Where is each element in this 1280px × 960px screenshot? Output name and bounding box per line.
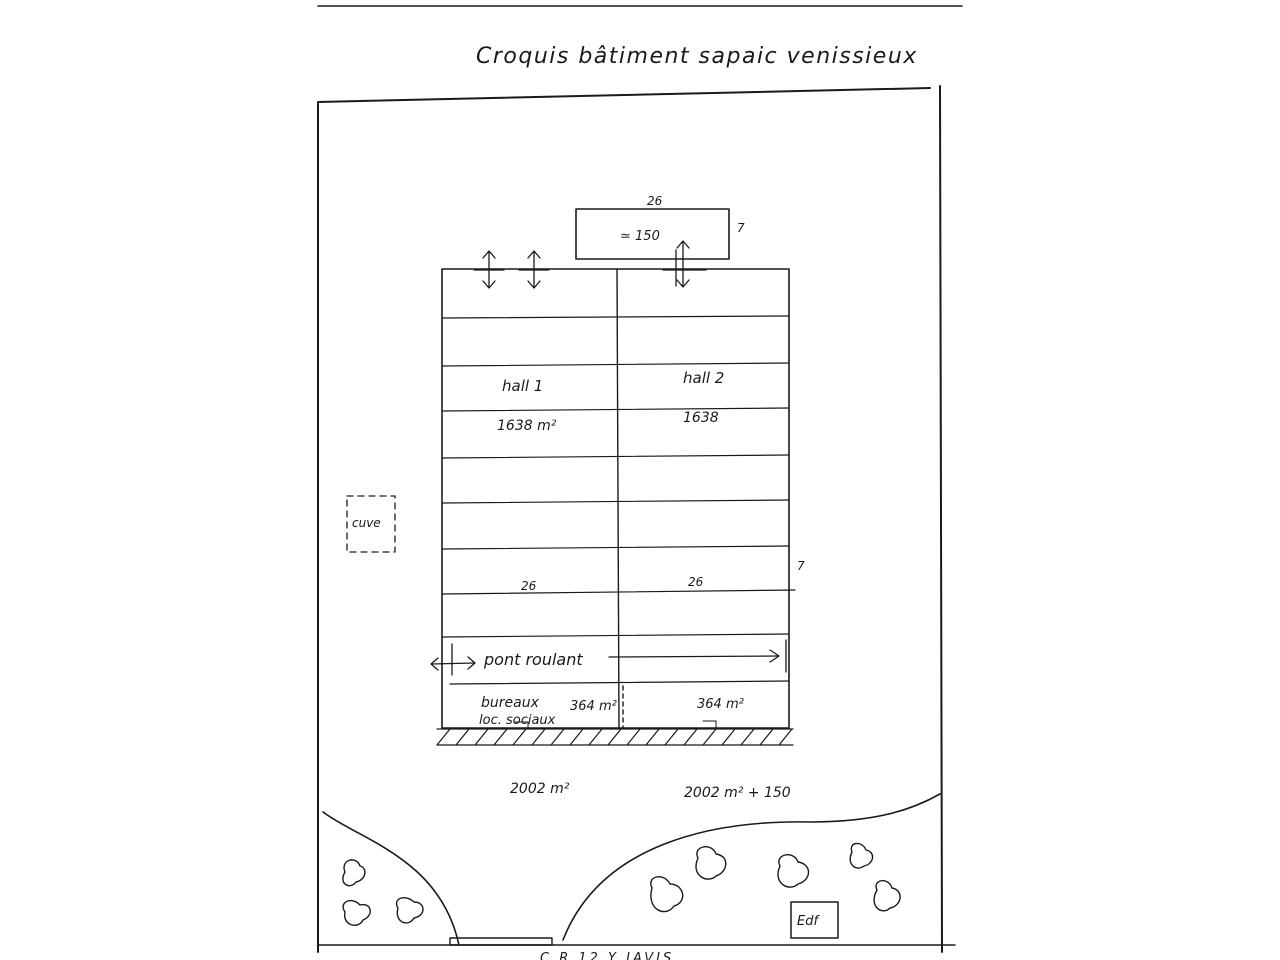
hall-1-name: hall 1 [502, 377, 543, 395]
hall-divider [616, 268, 620, 729]
annex-length-label: 26 [647, 194, 663, 208]
building-side-dimension: 7 [797, 559, 805, 573]
annex-building [575, 208, 730, 260]
lawn-right-curve [562, 793, 941, 941]
hall-2-name: hall 2 [683, 369, 724, 387]
offices-label-line2: loc. sociaux [479, 713, 556, 728]
shrub-icons [342, 842, 901, 926]
edf-box [790, 901, 839, 939]
crane-rails [430, 639, 787, 676]
offices-left-area: 364 m² [570, 699, 617, 714]
road-label: C R 12 Y JAVIS [540, 951, 674, 960]
edf-label: Edf [797, 914, 820, 929]
entrance-gate [449, 937, 553, 946]
annex-area-label: ≃ 150 [620, 229, 660, 244]
hall-1-area: 1638 m² [497, 418, 557, 434]
tank-outline [346, 495, 396, 553]
hall-2-area: 1638 [683, 410, 719, 426]
hall-1-width: 26 [521, 579, 537, 593]
door-arrows [473, 240, 707, 289]
loading-dock-hatching [436, 728, 794, 746]
sketch-title: Croquis bâtiment sapaic venissieux [476, 44, 918, 69]
hall-2-width: 26 [688, 575, 704, 589]
main-building [441, 268, 790, 729]
offices-label-line1: bureaux [481, 695, 540, 711]
crane-label: pont roulant [483, 650, 583, 669]
total-right: 2002 m² + 150 [684, 785, 791, 801]
office-doors [514, 720, 717, 730]
bay-lines [441, 315, 796, 685]
property-boundary [317, 85, 943, 953]
tank-label: cuve [352, 516, 381, 530]
offices-right-area: 364 m² [697, 697, 744, 712]
annex-width-label: 7 [737, 221, 745, 235]
lawn-left-curve [322, 811, 460, 946]
total-left: 2002 m² [510, 781, 570, 797]
